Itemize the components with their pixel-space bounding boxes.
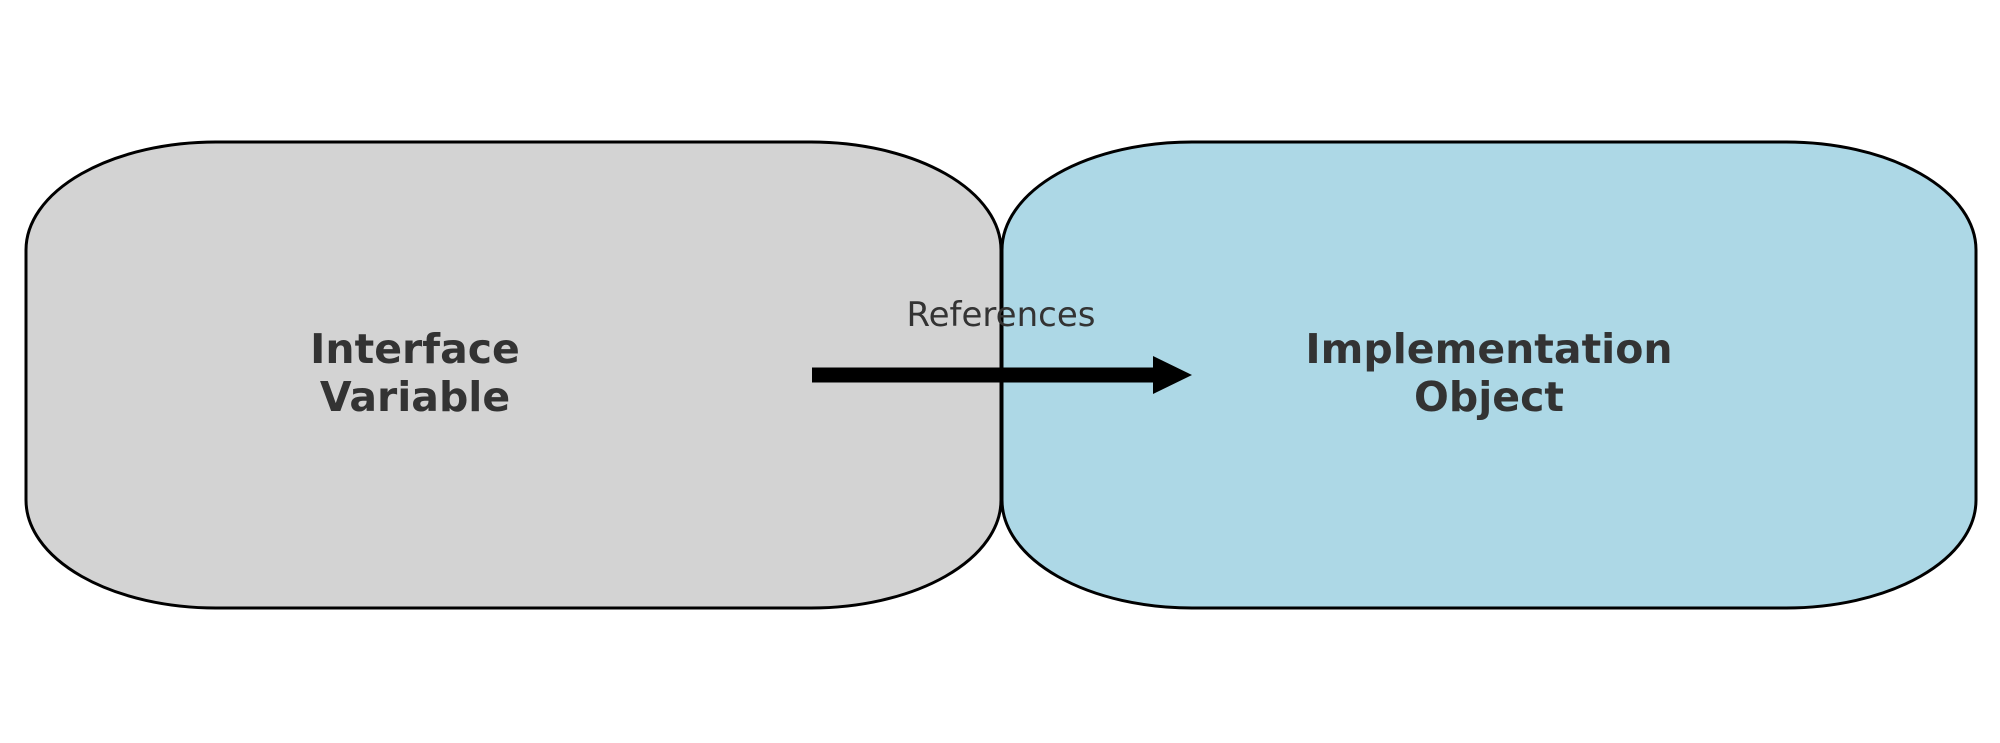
arrow-head-icon	[1153, 356, 1192, 394]
edge-references: References	[812, 295, 1192, 394]
node-interface-label-line1: Interface	[310, 325, 520, 373]
node-implementation-label-line1: Implementation	[1305, 325, 1672, 373]
node-implementation-label-line2: Object	[1414, 373, 1564, 421]
node-interface-label-line2: Variable	[320, 373, 510, 421]
edge-references-label: References	[907, 295, 1096, 335]
node-implementation-object: Implementation Object	[1000, 140, 1978, 610]
